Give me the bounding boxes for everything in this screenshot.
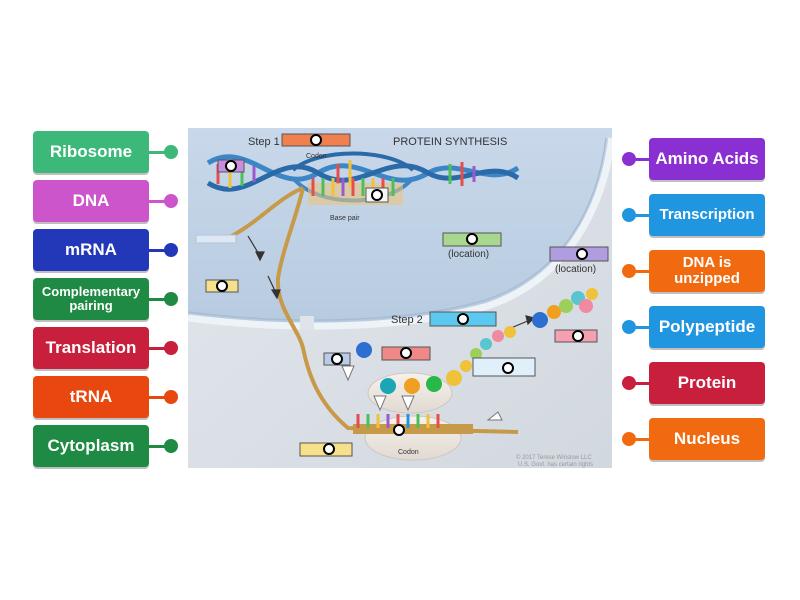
location1-text: (location): [448, 249, 489, 260]
left-connector-dot[interactable]: [164, 439, 178, 453]
location2-text: (location): [555, 264, 596, 275]
right-connector-line: [628, 214, 650, 217]
left-connector-line: [149, 249, 171, 252]
ribosome-illustration: [341, 342, 503, 461]
right-label-amino-acids[interactable]: Amino Acids: [649, 138, 765, 180]
drop-target-step1[interactable]: [281, 133, 351, 147]
right-connector-dot[interactable]: [622, 320, 636, 334]
left-label-dna[interactable]: DNA: [33, 180, 149, 222]
codon-bottom-text: Codon: [398, 449, 419, 456]
drop-target-mrna[interactable]: [205, 279, 239, 293]
drop-target-base-pair[interactable]: [365, 187, 389, 203]
right-connector-dot[interactable]: [622, 152, 636, 166]
left-label-mrna[interactable]: mRNA: [33, 229, 149, 271]
drop-target-location1[interactable]: [442, 232, 502, 247]
left-connector-dot[interactable]: [164, 292, 178, 306]
base-pair-text: Base pair: [330, 215, 360, 222]
left-connector-line: [149, 347, 171, 350]
left-label-complementary-pairing[interactable]: Complementary pairing: [33, 278, 149, 320]
left-connector-line: [149, 200, 171, 203]
left-connector-dot[interactable]: [164, 390, 178, 404]
left-label-trna[interactable]: tRNA: [33, 376, 149, 418]
right-connector-line: [628, 382, 650, 385]
left-label-ribosome[interactable]: Ribosome: [33, 131, 149, 173]
right-connector-dot[interactable]: [622, 432, 636, 446]
right-connector-dot[interactable]: [622, 208, 636, 222]
right-label-dna-is-unzipped[interactable]: DNA is unzipped: [649, 250, 765, 292]
nuclear-pore: [300, 316, 314, 330]
right-connector-line: [628, 158, 650, 161]
drop-target-chain[interactable]: [472, 357, 536, 377]
right-connector-line: [628, 270, 650, 273]
drop-target-empty[interactable]: [195, 234, 237, 244]
mrna-strand: [227, 186, 519, 434]
left-label-translation[interactable]: Translation: [33, 327, 149, 369]
copyright-line2: U.S. Govt. has certain rights: [518, 462, 593, 468]
left-label-cytoplasm[interactable]: Cytoplasm: [33, 425, 149, 467]
drop-target-ribosome[interactable]: [393, 424, 405, 436]
protein-synthesis-diagram: PROTEIN SYNTHESIS Step 1 Step 2 Codon Ba…: [188, 128, 612, 468]
drop-target-location2[interactable]: [549, 246, 609, 262]
right-connector-line: [628, 326, 650, 329]
polypeptide-chain: [460, 288, 598, 372]
left-connector-dot[interactable]: [164, 243, 178, 257]
right-connector-dot[interactable]: [622, 376, 636, 390]
drop-target-step2[interactable]: [429, 311, 497, 327]
codon-top-text: Codon: [306, 153, 327, 160]
drop-target-polypeptide[interactable]: [554, 329, 598, 343]
left-connector-line: [149, 151, 171, 154]
drop-targets: [195, 133, 609, 457]
right-connector-dot[interactable]: [622, 264, 636, 278]
right-label-transcription[interactable]: Transcription: [649, 194, 765, 236]
copyright-line1: © 2017 Terese Winslow LLC: [516, 454, 592, 461]
right-label-polypeptide[interactable]: Polypeptide: [649, 306, 765, 348]
left-connector-line: [149, 298, 171, 301]
left-connector-dot[interactable]: [164, 194, 178, 208]
drop-target-dna[interactable]: [217, 159, 245, 173]
step1-text: Step 1: [248, 136, 280, 148]
left-connector-dot[interactable]: [164, 145, 178, 159]
right-label-nucleus[interactable]: Nucleus: [649, 418, 765, 460]
drop-target-trna[interactable]: [323, 352, 351, 366]
drop-target-codon[interactable]: [299, 442, 353, 457]
left-connector-dot[interactable]: [164, 341, 178, 355]
process-arrows: [247, 235, 536, 329]
left-connector-line: [149, 445, 171, 448]
left-connector-line: [149, 396, 171, 399]
step2-text: Step 2: [391, 314, 423, 326]
drop-target-amino-acid[interactable]: [381, 346, 431, 361]
right-label-protein[interactable]: Protein: [649, 362, 765, 404]
diagram-title: PROTEIN SYNTHESIS: [393, 136, 507, 148]
right-connector-line: [628, 438, 650, 441]
